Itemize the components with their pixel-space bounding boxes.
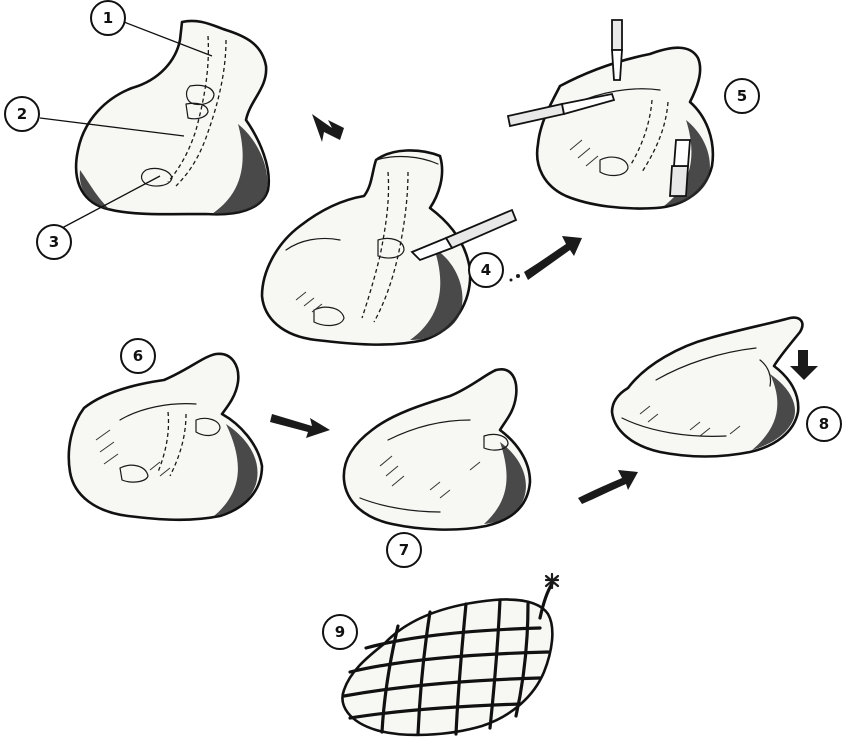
callout-4: 4 <box>469 253 503 287</box>
callout-2-label: 2 <box>17 105 27 123</box>
callout-4-label: 4 <box>481 261 491 279</box>
callout-5-label: 5 <box>737 87 747 105</box>
panel-opened-leg <box>262 150 516 344</box>
callout-5: 5 <box>725 79 759 113</box>
callout-6: 6 <box>121 339 155 373</box>
arrow-4-to-5 <box>510 236 583 282</box>
arrow-1-to-2 <box>312 114 344 142</box>
callout-3-label: 3 <box>49 233 59 251</box>
callout-8: 8 <box>807 407 841 441</box>
panel-boning-knives <box>508 20 713 209</box>
callout-2: 2 <box>5 97 39 131</box>
callout-9-label: 9 <box>335 623 345 641</box>
callout-7: 7 <box>387 533 421 567</box>
panel-netted-ham <box>342 574 558 735</box>
panel-whole-leg <box>76 21 269 214</box>
callout-9: 9 <box>323 615 357 649</box>
arrow-7-to-8 <box>578 470 638 504</box>
panel-boned-leg <box>69 354 262 520</box>
callout-1: 1 <box>91 1 125 35</box>
panel-shaped-leg <box>612 318 802 457</box>
callout-8-label: 8 <box>819 415 829 433</box>
callout-1-label: 1 <box>103 9 113 27</box>
arrow-6-to-7 <box>270 414 330 438</box>
arrow-8-down <box>790 350 818 380</box>
callout-6-label: 6 <box>133 347 143 365</box>
callout-3: 3 <box>37 225 71 259</box>
panel-rolled-leg <box>344 369 530 529</box>
callout-7-label: 7 <box>399 541 409 559</box>
